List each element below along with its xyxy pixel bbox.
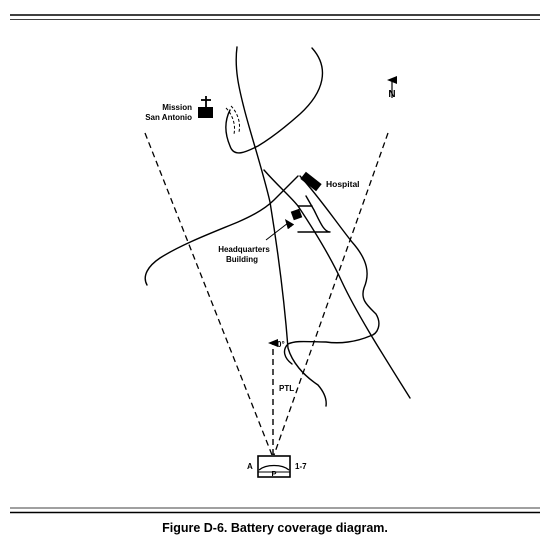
left-sector-limit <box>144 132 273 456</box>
battery-left-label: A <box>247 462 253 471</box>
hospital-icon <box>300 171 322 192</box>
battery-right-label: 1-7 <box>295 462 307 471</box>
headquarters-label-line2: Building <box>226 255 258 264</box>
ptl-label: PTL <box>279 384 294 393</box>
battery-center-label: P <box>271 469 276 478</box>
mission-label-line1: Mission <box>162 103 192 112</box>
headquarters-icon <box>290 208 303 221</box>
terrain-features <box>144 46 411 407</box>
mission-label-line2: San Antonio <box>145 113 192 122</box>
right-sector-limit <box>273 132 389 456</box>
bottom-border-rules <box>10 507 540 514</box>
road-southeast <box>263 169 411 399</box>
headquarters-pointer-arrow <box>265 219 295 241</box>
zero-degree-label: 0° <box>277 340 285 349</box>
hospital-label: Hospital <box>326 179 360 189</box>
mission-icon <box>198 96 213 118</box>
mission-trail <box>225 105 240 135</box>
headquarters-label-line1: Headquarters <box>218 245 270 254</box>
north-label: N <box>388 89 395 100</box>
figure-caption: Figure D-6. Battery coverage diagram. <box>162 521 388 535</box>
top-border-rules <box>10 14 540 20</box>
coverage-sector-lines <box>144 132 389 456</box>
river-east <box>225 47 324 154</box>
battery-position-symbol <box>257 455 291 478</box>
road-west <box>144 175 299 286</box>
river-south <box>283 175 380 365</box>
hq-connector <box>297 195 331 233</box>
road-north-south <box>235 46 327 407</box>
